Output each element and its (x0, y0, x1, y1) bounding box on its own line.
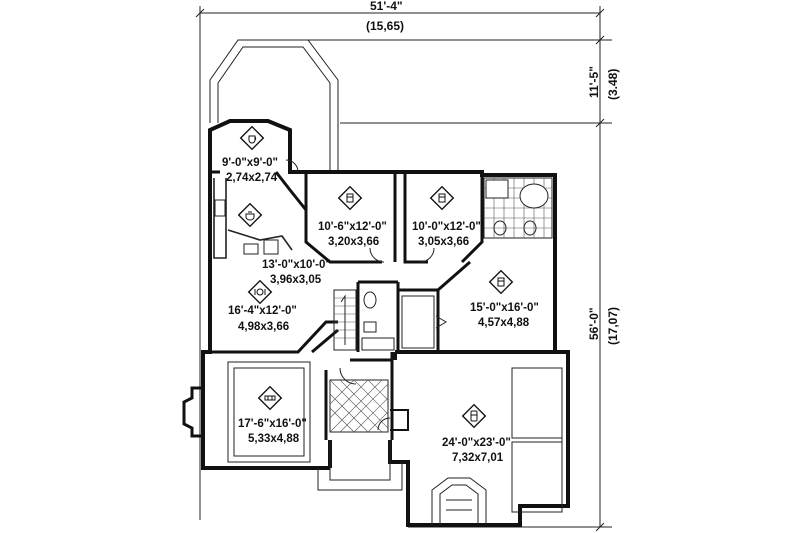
car-icon (461, 403, 487, 429)
room-dining: 16'-4"x12'-0" 4,98x3,66 (228, 279, 297, 333)
room-nook: 9'-0"x9'-0" 2,74x2,74 (222, 125, 278, 184)
room-master-bedroom: 15'-0"x16'-0" 4,57x4,88 (470, 269, 539, 329)
room-dimension-imperial: 9'-0"x9'-0" (222, 157, 278, 169)
room-garage: 24'-0"x23'-0" 7,32x7,01 (442, 403, 511, 464)
center-bath (361, 291, 435, 351)
kitchen-counters (213, 178, 293, 259)
side-upper-metric: (3.48) (606, 69, 620, 100)
room-dimension-imperial: 17'-6"x16'-0" (238, 418, 307, 430)
room-dimension-metric: 4,98x3,66 (238, 321, 289, 333)
side-total-imperial: 56'-0" (587, 307, 601, 340)
room-dimension-metric: 3,96x3,05 (270, 274, 322, 286)
dimension-lines (195, 6, 612, 532)
foyer-tiles (329, 379, 389, 433)
sofa-icon (257, 385, 283, 411)
porch-outline (209, 39, 339, 170)
bed-icon (488, 269, 514, 295)
room-dimension-imperial: 10'-6"x12'-0" (318, 221, 387, 233)
room-dimension-imperial: 15'-0"x16'-0" (470, 302, 539, 314)
side-upper-imperial: 11'-5" (587, 66, 601, 98)
exterior-walls (201, 119, 570, 527)
fireplace (182, 386, 203, 438)
room-living: 17'-6"x16'-0" 5,33x4,88 (238, 385, 307, 445)
room-bedroom-3: 10'-0"x12'-0" 3,05x3,66 (412, 185, 481, 248)
living-room-trim (227, 361, 311, 463)
garage-bays (511, 367, 563, 513)
side-total-metric: (17,07) (606, 307, 620, 345)
room-dimension-metric: 5,33x4,88 (248, 433, 300, 445)
master-ensuite (483, 177, 553, 239)
overall-width-metric: (15,65) (366, 19, 404, 33)
room-dimension-metric: 3,05x3,66 (418, 236, 469, 248)
room-dimension-metric: 2,74x2,74 (226, 172, 278, 184)
overall-width-imperial: 51'-4" (370, 0, 403, 13)
door-swings (285, 159, 447, 431)
room-dimension-metric: 3,20x3,66 (328, 236, 379, 248)
room-dimension-imperial: 10'-0"x12'-0" (412, 221, 481, 233)
room-dimension-imperial: 16'-4"x12'-0" (228, 305, 297, 317)
plate-cutlery-icon (247, 279, 273, 305)
coffee-cup-icon (239, 125, 265, 151)
interior-walls (210, 170, 484, 440)
stairs (333, 289, 357, 351)
room-dimension-imperial: 24'-0"x23'-0" (442, 437, 511, 449)
room-dimension-imperial: 13'-0"x10'-0" (262, 259, 331, 271)
cooking-pot-icon (237, 202, 263, 228)
room-kitchen: 13'-0"x10'-0" 3,96x3,05 (237, 202, 331, 286)
garage-pad (431, 477, 487, 525)
room-dimension-metric: 7,32x7,01 (452, 452, 504, 464)
bed-icon (429, 185, 455, 211)
room-bedroom-2: 10'-6"x12'-0" 3,20x3,66 (318, 185, 387, 248)
front-steps (317, 440, 403, 491)
room-dimension-metric: 4,57x4,88 (478, 317, 530, 329)
bed-icon (337, 185, 363, 211)
